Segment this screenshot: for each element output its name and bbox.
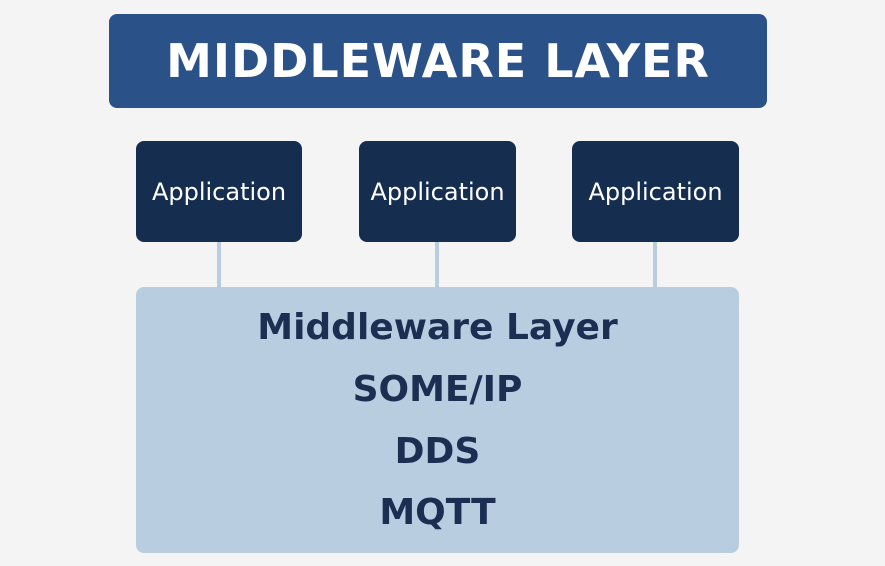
application-box-3: Application (572, 141, 739, 242)
application-box-1: Application (136, 141, 302, 242)
connector-line (435, 242, 439, 288)
protocol-mqtt: MQTT (379, 492, 496, 533)
connector-line (217, 242, 221, 288)
application-label: Application (370, 177, 505, 206)
connector-line (653, 242, 657, 288)
application-box-2: Application (359, 141, 516, 242)
protocol-someip: SOME/IP (352, 369, 523, 410)
middleware-title: Middleware Layer (257, 307, 618, 348)
application-label: Application (588, 177, 723, 206)
middleware-layer-box: Middleware Layer SOME/IP DDS MQTT (136, 287, 739, 553)
protocol-dds: DDS (394, 431, 481, 472)
application-label: Application (151, 177, 287, 206)
middleware-layer-header: MIDDLEWARE LAYER (109, 14, 767, 108)
